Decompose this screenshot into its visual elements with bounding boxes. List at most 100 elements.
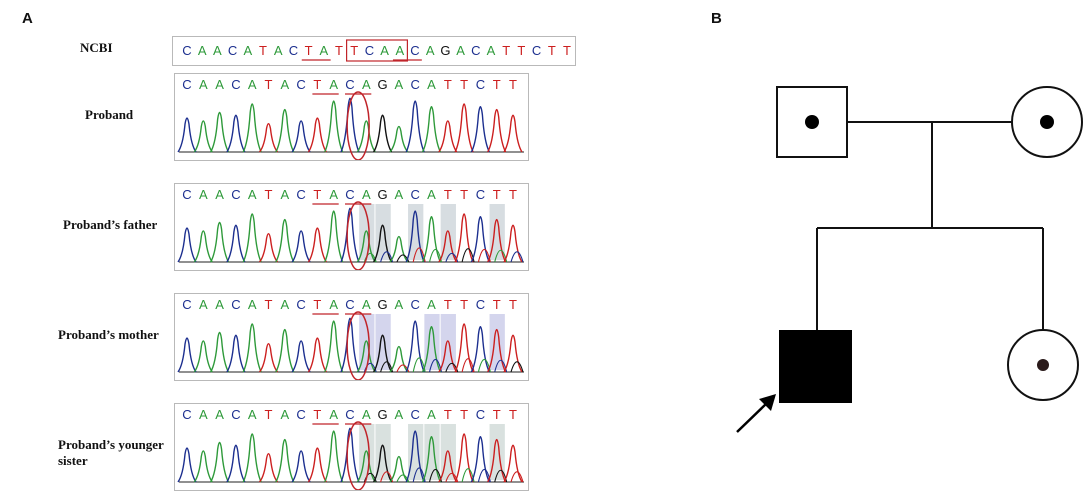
trace-base: A <box>394 407 404 422</box>
ncbi-base: T <box>304 43 313 58</box>
ncbi-base: C <box>531 43 542 58</box>
trace-peak <box>470 106 491 153</box>
trace-base: T <box>492 297 501 312</box>
trace-base: C <box>410 187 420 202</box>
trace-base: T <box>313 77 322 92</box>
trace-base: C <box>182 187 192 202</box>
trace-base: T <box>313 407 322 422</box>
trace-base: T <box>313 297 322 312</box>
trace-base: C <box>345 187 355 202</box>
trace-peak <box>193 340 213 373</box>
trace-base: A <box>394 297 404 312</box>
deletion-ellipse <box>346 421 370 490</box>
ncbi-base: A <box>456 43 465 58</box>
trace-peak <box>405 210 425 263</box>
trace-peak <box>193 230 213 263</box>
trace-peak <box>487 218 507 263</box>
trace-base: C <box>345 297 355 312</box>
trace-base: A <box>198 407 208 422</box>
trace-base: A <box>427 77 436 92</box>
trace-peak <box>405 430 425 483</box>
trace-base: A <box>198 297 208 312</box>
trace-peak <box>356 450 376 483</box>
trace-base: A <box>329 187 339 202</box>
trace-peak <box>405 320 425 373</box>
trace-base: A <box>247 77 257 92</box>
trace-base: T <box>264 297 273 312</box>
trace-peak <box>226 444 246 483</box>
trace-peak <box>503 114 523 153</box>
panel-a-label: A <box>22 10 33 27</box>
trace-base: A <box>280 407 290 422</box>
trace-base: C <box>410 77 420 92</box>
trace-base: T <box>443 187 452 202</box>
ncbi-base: T <box>350 43 359 58</box>
secondary-peak <box>510 251 524 263</box>
trace-peak <box>258 123 279 153</box>
trace-base: C <box>231 187 241 202</box>
trace-base: A <box>427 297 436 312</box>
trace-peak <box>242 433 262 483</box>
trace-base: C <box>410 407 420 422</box>
ncbi-base: C <box>364 43 375 58</box>
trace-base: A <box>280 77 290 92</box>
sister-carrier-dot <box>1037 359 1049 371</box>
trace-base: A <box>427 187 436 202</box>
ncbi-base: T <box>547 43 556 58</box>
trace-base: T <box>492 77 501 92</box>
trace-peak <box>275 218 295 263</box>
trace-peak <box>193 120 213 153</box>
trace-peak <box>209 331 230 373</box>
secondary-peak <box>510 361 524 373</box>
ncbi-base: A <box>243 43 253 58</box>
trace-peak <box>454 213 474 263</box>
trace-peak <box>242 103 262 153</box>
trace-base: A <box>215 77 224 92</box>
trace-base: A <box>215 407 224 422</box>
trace-peak <box>242 213 262 263</box>
trace-base: A <box>247 187 257 202</box>
trace-base: A <box>361 187 371 202</box>
trace-peak <box>470 216 491 263</box>
trace-peak <box>324 320 344 373</box>
trace-base: C <box>345 77 355 92</box>
trace-peak <box>421 216 442 263</box>
trace-base: T <box>460 187 469 202</box>
trace-base: G <box>377 297 388 312</box>
ncbi-base: A <box>395 43 405 58</box>
trace-peak <box>389 125 409 153</box>
ncbi-base: A <box>197 43 207 58</box>
trace-peak <box>470 436 491 483</box>
trace-base: T <box>509 187 517 202</box>
trace-peak <box>209 221 230 263</box>
trace-base: A <box>215 297 224 312</box>
trace-base: C <box>410 297 420 312</box>
father-symbol <box>776 86 848 158</box>
trace-base: T <box>443 77 452 92</box>
trace-peak <box>438 340 458 373</box>
trace-base: A <box>361 297 371 312</box>
trace-base: T <box>460 297 469 312</box>
trace-peak <box>438 230 458 263</box>
trace-plot <box>177 201 524 270</box>
mother-symbol <box>1011 86 1083 158</box>
secondary-peak <box>396 254 410 263</box>
trace-peak <box>177 447 197 483</box>
ncbi-base: A <box>380 43 389 58</box>
deletion-ellipse <box>346 201 370 270</box>
trace-base: C <box>182 77 192 92</box>
trace-label-0: Proband <box>85 107 134 122</box>
trace-base: A <box>329 407 339 422</box>
trace-base: C <box>296 297 306 312</box>
trace-base: T <box>443 407 452 422</box>
trace-peak <box>275 328 295 373</box>
trace-peak <box>258 343 279 373</box>
father-carrier-dot <box>805 115 819 129</box>
trace-peak <box>177 227 197 263</box>
trace-base: T <box>492 407 501 422</box>
trace-base: A <box>215 187 224 202</box>
trace-base: T <box>460 77 469 92</box>
trace-base: A <box>247 407 257 422</box>
ncbi-base: T <box>563 43 571 58</box>
